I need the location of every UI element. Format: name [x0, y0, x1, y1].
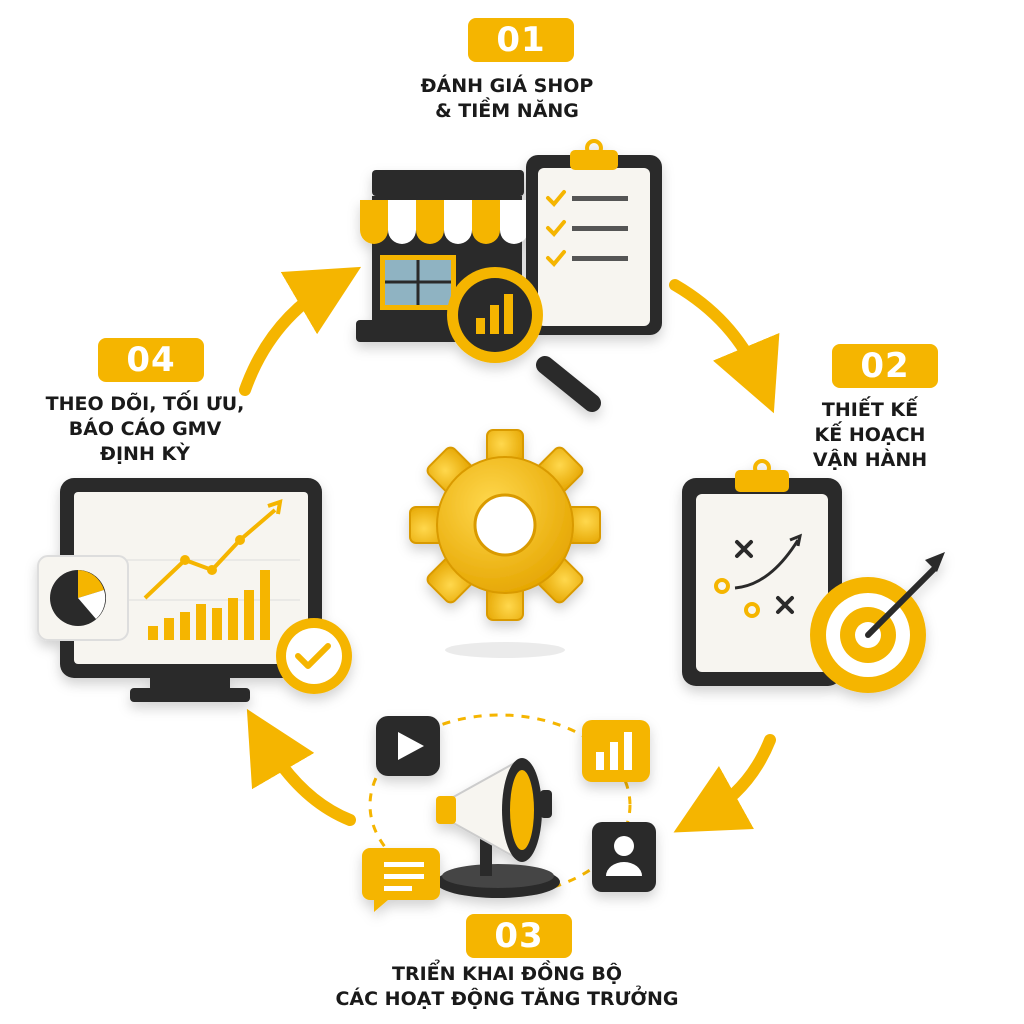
step-03-badge: 03 [466, 914, 572, 958]
step-04-label-line-1: THEO DÕI, TỐI ƯU, [45, 393, 245, 415]
checklist-clipboard-icon [526, 139, 662, 335]
step-02-label-line-2: KẾ HOẠCH [814, 424, 926, 446]
target-arrow-icon [810, 552, 945, 693]
arrow-03-to-04 [246, 708, 356, 826]
step-02-art [682, 459, 945, 693]
pie-chart-icon [37, 555, 129, 641]
step-02-label-line-3: VẬN HÀNH [812, 449, 928, 471]
play-video-icon [376, 716, 440, 776]
step-04-label-line-2: BÁO CÁO GMV [68, 418, 222, 440]
strategy-clipboard-icon [682, 459, 842, 686]
bar-chart-icon [582, 720, 650, 782]
step-04-label: THEO DÕI, TỐI ƯU, BÁO CÁO GMV ĐỊNH KỲ [30, 392, 260, 467]
step-04-badge: 04 [98, 338, 204, 382]
gear-icon [409, 429, 601, 621]
step-01-label: ĐÁNH GIÁ SHOP & TIỀM NĂNG [372, 74, 642, 124]
step-02-label: THIẾT KẾ KẾ HOẠCH VẬN HÀNH [790, 398, 950, 473]
arrow-04-to-01 [239, 266, 362, 396]
step-02-badge: 02 [832, 344, 938, 388]
step-01-badge: 01 [468, 18, 574, 62]
arrow-01-to-02 [669, 279, 780, 414]
step-01-art [356, 139, 662, 412]
step-03-art [362, 713, 656, 912]
magnifier-chart-icon [447, 267, 601, 412]
step-01-label-line-2: & TIỀM NĂNG [435, 100, 579, 122]
arrow-02-to-03 [673, 734, 776, 833]
user-profile-icon [592, 822, 656, 892]
cycle-arrows [239, 266, 780, 833]
step-04-label-line-3: ĐỊNH KỲ [100, 443, 190, 465]
step-01-label-line-1: ĐÁNH GIÁ SHOP [420, 75, 594, 97]
step-02-label-line-1: THIẾT KẾ [821, 399, 919, 421]
megaphone-icon [436, 758, 560, 898]
check-circle-icon [276, 618, 352, 694]
step-03-label-line-1: TRIỂN KHAI ĐỒNG BỘ [392, 963, 622, 985]
storefront-icon [356, 170, 532, 342]
step-04-art [37, 478, 352, 702]
chat-message-icon [362, 848, 440, 912]
step-03-label-line-2: CÁC HOẠT ĐỘNG TĂNG TRƯỞNG [335, 988, 679, 1010]
step-03-label: TRIỂN KHAI ĐỒNG BỘ CÁC HOẠT ĐỘNG TĂNG TR… [292, 962, 722, 1012]
